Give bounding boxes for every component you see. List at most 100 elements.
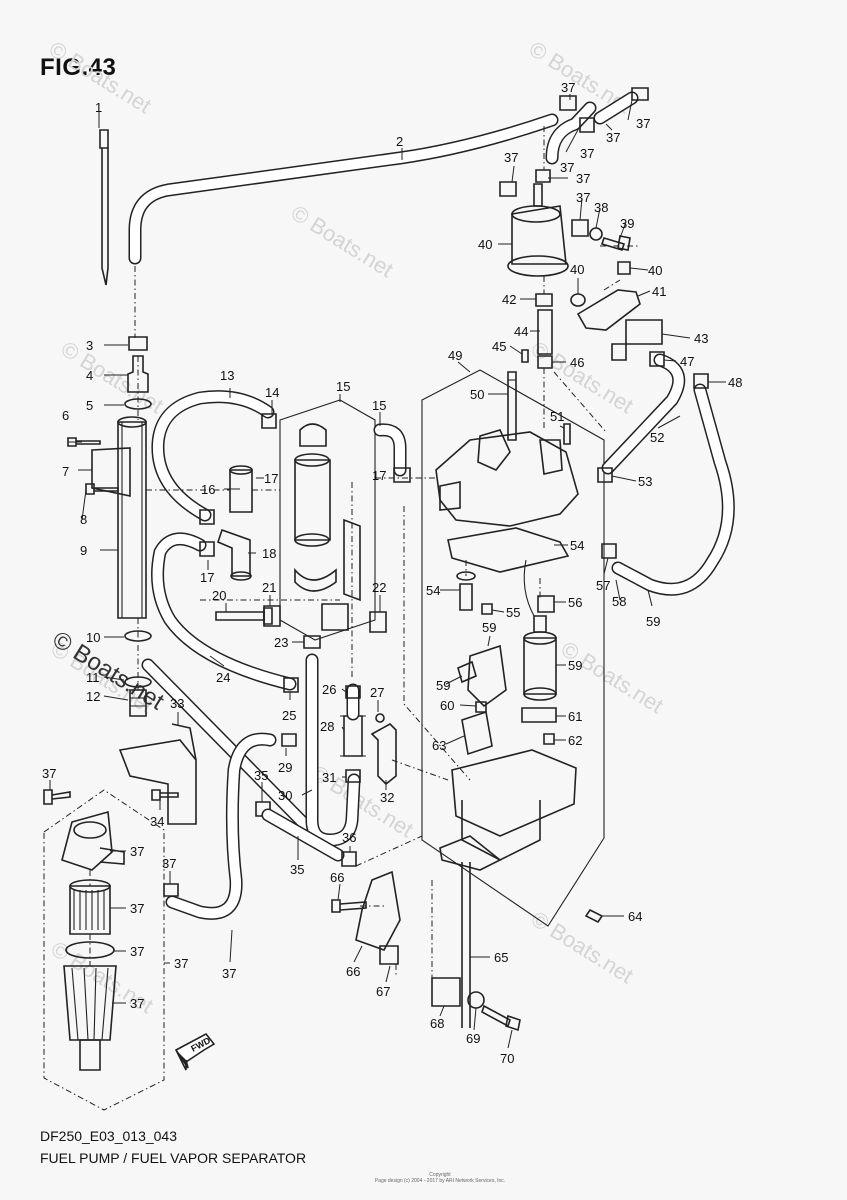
callout-63: 39 bbox=[620, 216, 634, 231]
callout-60: 59 bbox=[646, 614, 660, 629]
callout-37: 25 bbox=[282, 708, 296, 723]
cap-62 bbox=[499, 181, 517, 197]
hose-clamp bbox=[631, 87, 649, 101]
fitting-13 bbox=[127, 355, 149, 393]
callout-25: 56 bbox=[568, 595, 582, 610]
figure-title: FIG.43 bbox=[40, 54, 117, 81]
copyright-notice: Copyright Page design (c) 2004 - 2017 by… bbox=[340, 1172, 540, 1184]
callout-55: 65 bbox=[494, 950, 508, 965]
callout-21: 54 bbox=[426, 583, 440, 598]
callout-numbers: 1 2 3 4 5 6 7 8 9 10 11 12 13 14 15 15 1… bbox=[42, 80, 742, 1066]
nut-70 bbox=[617, 261, 631, 275]
callout-35: 34 bbox=[150, 814, 164, 829]
callout-20: 49 bbox=[448, 348, 462, 363]
fuel-hose-8 bbox=[128, 113, 559, 265]
hose-14 bbox=[593, 91, 639, 125]
callout-61: 38 bbox=[594, 200, 608, 215]
callout-59: 47 bbox=[680, 354, 694, 369]
callout-39: 23 bbox=[274, 635, 288, 650]
callout-1: 15 bbox=[336, 379, 350, 394]
screw-54 bbox=[521, 349, 529, 363]
bolt-46 bbox=[43, 789, 71, 805]
grommet-34 bbox=[431, 977, 461, 1007]
callout-67: 70 bbox=[500, 1051, 514, 1066]
hose-clamp bbox=[649, 351, 665, 367]
clip-28 bbox=[457, 660, 477, 684]
callout-2: 37 bbox=[174, 956, 188, 971]
callout-13: 4 bbox=[86, 368, 93, 383]
callout-16: 9 bbox=[80, 543, 87, 558]
callout-38: 37 bbox=[222, 966, 236, 981]
callout-50: 20 bbox=[212, 588, 226, 603]
callout-69: 41 bbox=[652, 284, 666, 299]
hose-clamp bbox=[345, 769, 361, 783]
callout-22: 54 bbox=[570, 538, 584, 553]
hose-clamp bbox=[601, 543, 617, 559]
callout-71: 40 bbox=[570, 262, 584, 277]
callout-7: 17 bbox=[264, 471, 278, 486]
callout-44: 13 bbox=[220, 368, 234, 383]
callout-27: 62 bbox=[568, 733, 582, 748]
callout-11: 40 bbox=[478, 237, 492, 252]
fuel-pump-1-assembly bbox=[279, 399, 376, 641]
hose-clamp bbox=[559, 95, 577, 111]
hose-57 bbox=[601, 353, 686, 475]
callout-40: 31 bbox=[322, 770, 336, 785]
callout-42: 6 bbox=[62, 408, 69, 423]
callout-47: 18 bbox=[262, 546, 276, 561]
callout-37: 16 bbox=[201, 482, 215, 497]
collar-66 bbox=[379, 945, 399, 965]
bolt-67 bbox=[481, 1004, 521, 1032]
cover-23 bbox=[467, 644, 507, 708]
callout-17: 10 bbox=[86, 630, 100, 645]
callout-28: 59 bbox=[436, 678, 450, 693]
callout-37: 14 bbox=[265, 385, 279, 400]
bolt-63 bbox=[600, 235, 631, 251]
callout-59: 48 bbox=[728, 375, 742, 390]
union-bolt-18 bbox=[129, 689, 147, 717]
grommet-39 bbox=[303, 635, 321, 649]
bracket-51 bbox=[370, 723, 397, 786]
callout-32: 51 bbox=[550, 409, 564, 424]
bolt-42 bbox=[67, 437, 101, 447]
filter-cap-3 bbox=[61, 810, 125, 871]
callout-4: 37 bbox=[130, 944, 144, 959]
clip-40 bbox=[163, 883, 179, 897]
washer-61 bbox=[589, 227, 603, 241]
collar-15 bbox=[263, 605, 281, 627]
collar-15 bbox=[369, 611, 387, 633]
copyright-line: Page design (c) 2004 - 2017 by ARI Netwo… bbox=[374, 1178, 506, 1184]
callout-43: 15 bbox=[372, 398, 386, 413]
callout-37: 42 bbox=[502, 292, 516, 307]
fuel-rail-16 bbox=[91, 416, 147, 619]
screw-56 bbox=[375, 713, 385, 723]
callout-9: 1 bbox=[95, 100, 102, 115]
callout-37: 26 bbox=[322, 682, 336, 697]
callout-57: 52 bbox=[650, 430, 664, 445]
bracket-69 bbox=[576, 289, 641, 331]
vapor-separator-20-outline bbox=[421, 369, 605, 927]
callout-49: 24 bbox=[216, 670, 230, 685]
fuel-pump-24 bbox=[523, 559, 557, 701]
callout-18: 12 bbox=[86, 689, 100, 704]
hose-53 bbox=[305, 653, 361, 847]
hose-clamp bbox=[283, 677, 299, 693]
callout-59: 57 bbox=[596, 578, 610, 593]
callout-33: 50 bbox=[470, 387, 484, 402]
bolt-35 bbox=[151, 789, 179, 801]
bracket bbox=[118, 723, 197, 825]
callout-59: 53 bbox=[638, 474, 652, 489]
regulator-31 bbox=[461, 710, 493, 756]
fuel-hose-38 bbox=[165, 732, 277, 920]
callout-56: 27 bbox=[370, 685, 384, 700]
callout-37: 36 bbox=[342, 830, 356, 845]
hose-10 bbox=[537, 309, 553, 355]
centerlines bbox=[89, 126, 640, 980]
elbow-47 bbox=[217, 528, 252, 581]
leader-lines bbox=[49, 94, 726, 1049]
fwd-arrow-icon bbox=[174, 1032, 216, 1071]
hose-clamp bbox=[128, 336, 148, 351]
fuel-hose-43 bbox=[373, 423, 407, 477]
callout-23: 59 bbox=[482, 620, 496, 635]
